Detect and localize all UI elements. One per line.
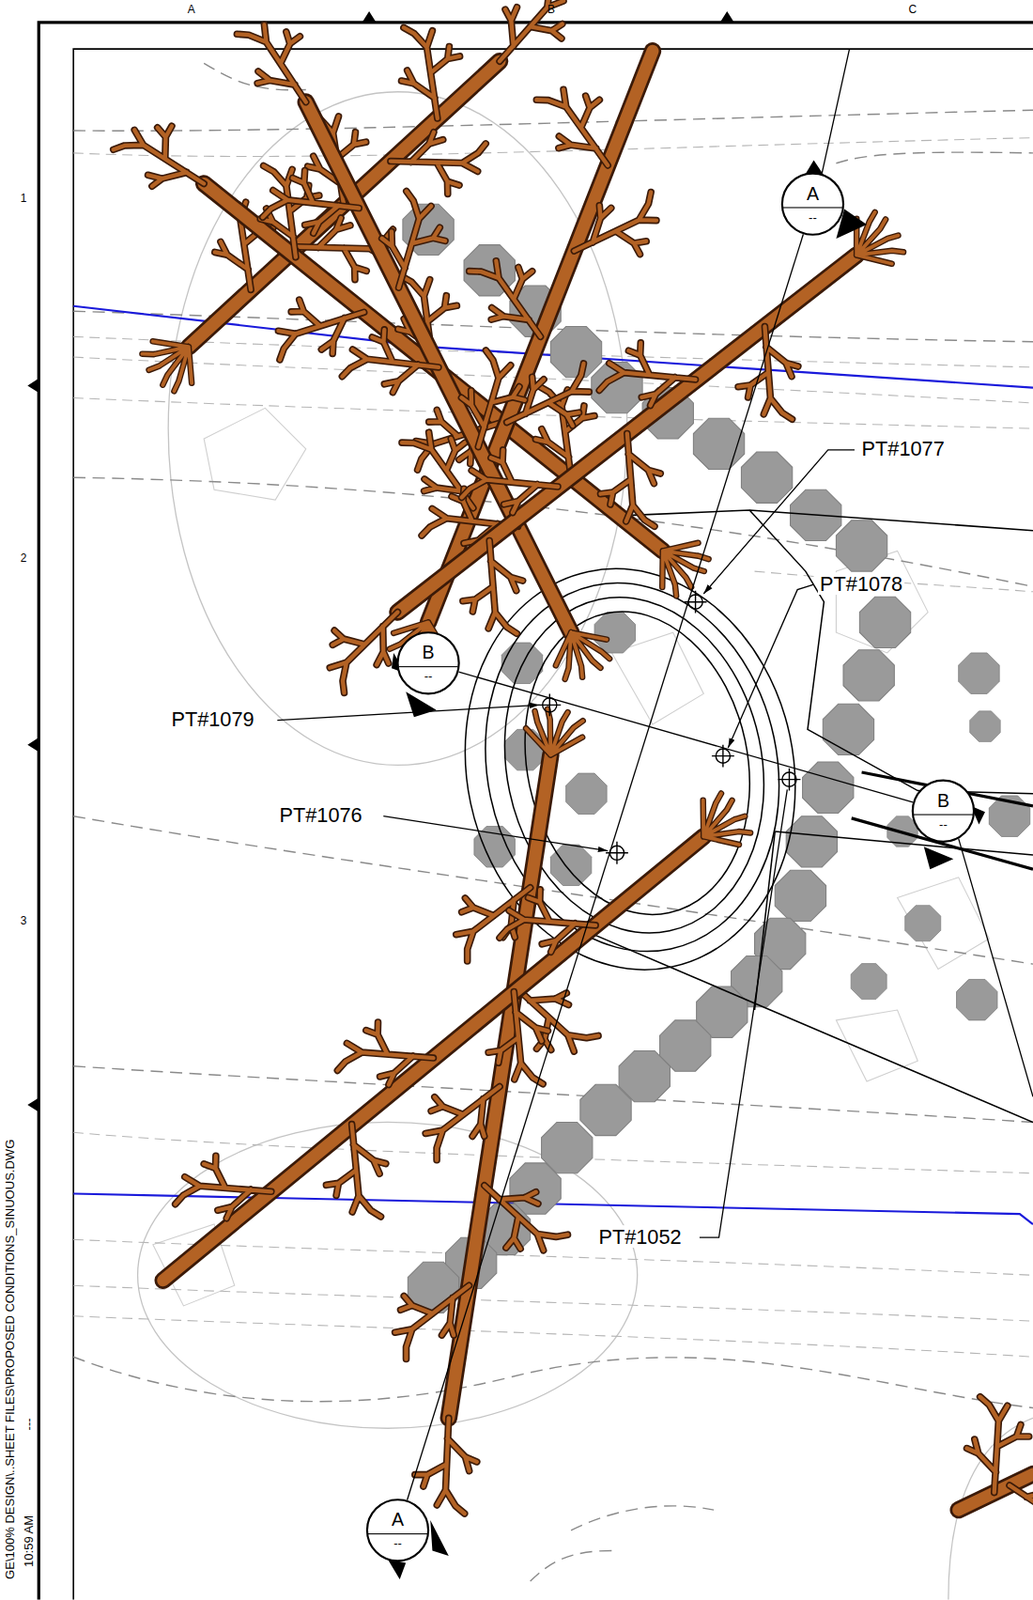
section-marker: A -- (781, 172, 845, 236)
sheet-reference: -- (808, 211, 818, 224)
section-marker: B -- (396, 631, 460, 694)
sheet-reference: -- (939, 817, 948, 831)
point-callout: PT#1079 (169, 708, 256, 731)
section-letter: A (806, 185, 819, 204)
section-marker: A -- (366, 1497, 430, 1561)
section-letter: A (391, 1510, 404, 1529)
grid-reference: 1 (20, 191, 28, 204)
file-path-note: --- (22, 1417, 36, 1430)
divider-line (368, 1532, 428, 1534)
point-callout: PT#1078 (817, 571, 905, 595)
divider-line (783, 206, 843, 208)
section-cut-line (407, 233, 804, 1499)
grid-reference: C (909, 2, 918, 16)
sheet-reference: -- (424, 669, 433, 682)
point-callout: PT#1077 (859, 437, 946, 461)
grid-reference: 2 (20, 551, 28, 564)
grid-reference: A (187, 2, 196, 16)
divider-line (399, 665, 459, 667)
divider-line (913, 814, 973, 816)
section-cut-line (458, 671, 913, 802)
grid-reference: 3 (20, 913, 28, 926)
point-callout: PT#1076 (277, 803, 364, 827)
sheet-reference: -- (393, 1536, 402, 1549)
file-path-note: GE\100% DESIGN\..SHEET FILES\PROPOSED CO… (3, 1139, 17, 1579)
section-marker: B -- (911, 779, 975, 843)
point-callout: PT#1052 (596, 1224, 683, 1248)
section-letter: B (937, 791, 950, 811)
section-letter: B (422, 643, 435, 663)
grid-reference: B (547, 2, 556, 16)
file-path-note: 10:59 AM (22, 1514, 36, 1567)
